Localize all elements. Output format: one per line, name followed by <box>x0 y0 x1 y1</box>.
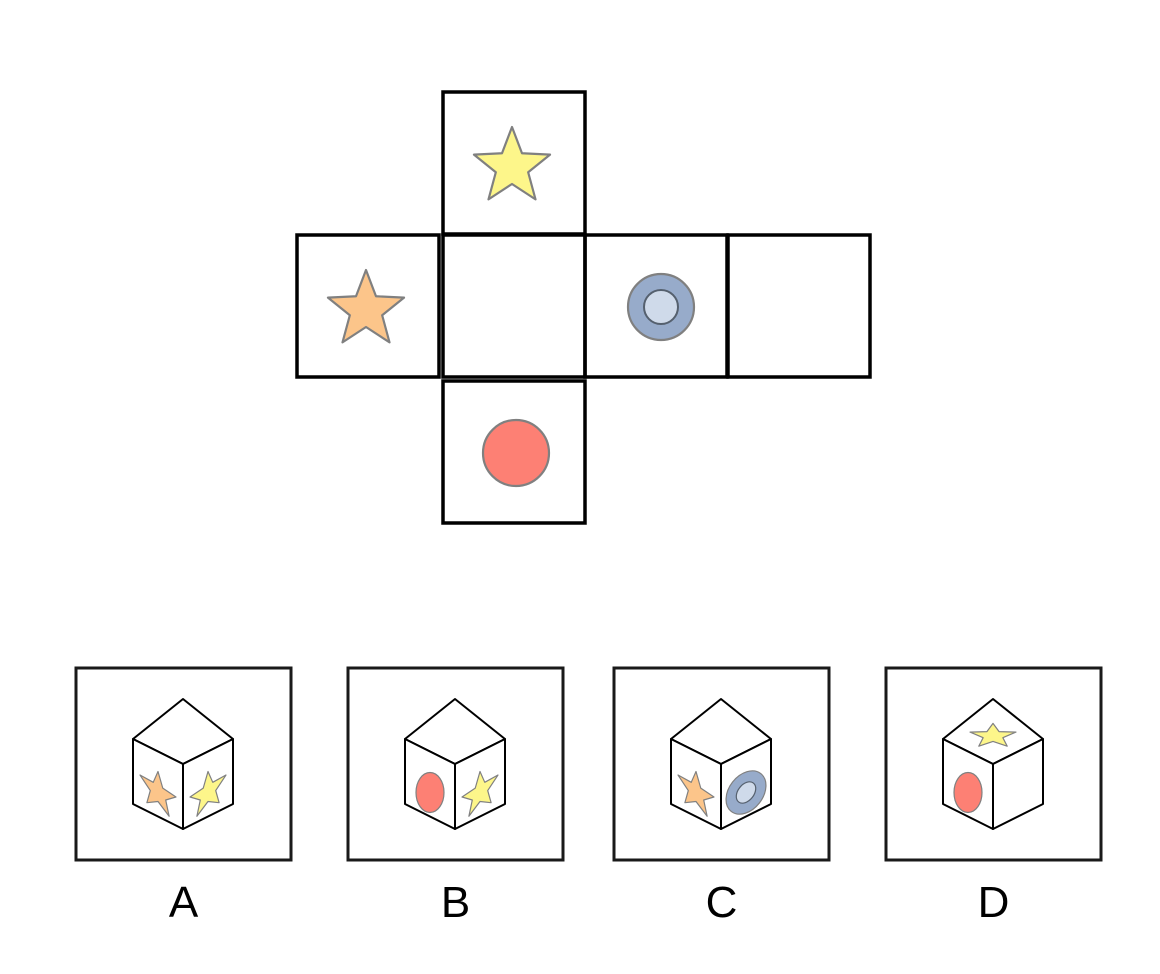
yellow-star-icon <box>461 770 499 817</box>
option-d[interactable]: D <box>884 666 1103 927</box>
cube-view <box>132 698 234 830</box>
yellow-star-icon <box>189 770 227 817</box>
orange-star-icon <box>677 770 715 817</box>
option-a[interactable]: A <box>74 666 293 927</box>
net-face-bottom <box>441 379 587 525</box>
net-face-right <box>583 233 729 379</box>
net-face-top <box>441 90 587 236</box>
option-label: B <box>441 878 470 927</box>
net-face-center <box>441 233 587 379</box>
net-face-border <box>295 233 441 379</box>
cube-view <box>670 698 772 830</box>
net-face-border <box>441 233 587 379</box>
net-face-left <box>295 233 441 379</box>
cube-view <box>404 698 506 830</box>
answer-options: A B C D <box>74 666 1103 927</box>
option-b[interactable]: B <box>346 666 565 927</box>
option-label: A <box>169 878 199 927</box>
option-label: D <box>978 878 1010 927</box>
orange-star-icon <box>326 268 406 344</box>
cube-net <box>295 90 872 525</box>
blue-ring-inner <box>643 289 679 325</box>
blue-ring-inner <box>735 781 757 804</box>
red-circle-icon <box>953 771 983 814</box>
net-face-border <box>441 379 587 525</box>
yellow-star-icon <box>969 722 1017 747</box>
red-circle-icon <box>481 418 551 488</box>
orange-star-icon <box>139 770 177 817</box>
yellow-star-icon <box>472 125 552 201</box>
option-c[interactable]: C <box>612 666 831 927</box>
net-face-far-right <box>726 233 872 379</box>
blue-ring-icon <box>725 770 767 815</box>
cube-right-face <box>992 738 1044 830</box>
net-face-border <box>726 233 872 379</box>
cube-view <box>942 698 1044 830</box>
red-circle-icon <box>415 771 445 814</box>
option-label: C <box>706 878 738 927</box>
